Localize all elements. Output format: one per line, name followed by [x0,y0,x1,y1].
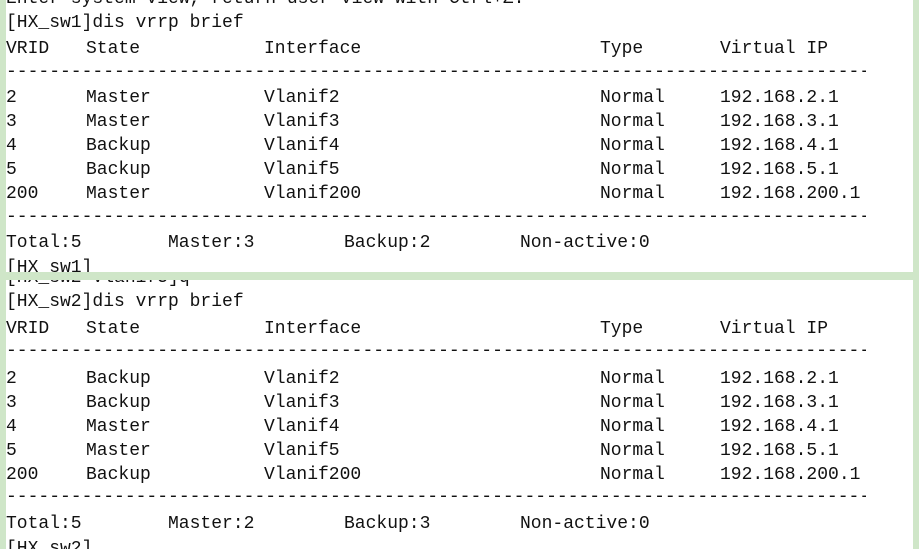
clipped-top-line: Enter system view, return user view with… [6,0,524,11]
cell-virtual-ip: 192.168.5.1 [720,160,839,180]
table-row: 200 Master Vlanif200 Normal 192.168.200.… [6,182,860,206]
summary-backup: Backup:2 [344,233,431,253]
header-vrid: VRID [6,319,50,339]
cell-type: Normal [600,465,665,485]
cell-virtual-ip: 192.168.200.1 [720,465,861,485]
header-type: Type [600,319,644,339]
separator-top: ----------------------------------------… [6,62,866,82]
summary-nonactive: Non-active:0 [520,514,650,534]
cell-virtual-ip: 192.168.200.1 [720,184,861,204]
cell-type: Normal [600,417,665,437]
terminal-sw1: Enter system view, return user view with… [6,0,913,272]
cell-interface: Vlanif4 [264,417,340,437]
cell-type: Normal [600,393,665,413]
table-row: 200 Backup Vlanif200 Normal 192.168.200.… [6,463,860,487]
cell-vrid: 4 [6,417,17,437]
cell-virtual-ip: 192.168.2.1 [720,88,839,108]
cell-vrid: 5 [6,160,17,180]
table-row: 5 Backup Vlanif5 Normal 192.168.5.1 [6,158,839,182]
table-row: 3 Master Vlanif3 Normal 192.168.3.1 [6,110,839,134]
cell-interface: Vlanif4 [264,136,340,156]
cell-interface: Vlanif5 [264,441,340,461]
cell-virtual-ip: 192.168.2.1 [720,369,839,389]
table-row: 3 Backup Vlanif3 Normal 192.168.3.1 [6,391,839,415]
header-row: VRID State Interface Type Virtual IP [6,37,828,61]
cell-state: Backup [86,369,151,389]
cell-state: Backup [86,465,151,485]
summary-total: Total:5 [6,233,82,253]
cell-vrid: 3 [6,112,17,132]
cell-type: Normal [600,136,665,156]
cell-state: Master [86,417,151,437]
header-state: State [86,319,141,339]
summary-master: Master:2 [168,514,255,534]
table-row: 4 Master Vlanif4 Normal 192.168.4.1 [6,415,839,439]
header-type: Type [600,39,644,59]
cell-vrid: 4 [6,136,17,156]
header-virtual-ip: Virtual IP [720,319,829,339]
cell-interface: Vlanif2 [264,88,340,108]
cell-state: Master [86,88,151,108]
command-line: [HX_sw2]dis vrrp brief [6,292,244,312]
cell-state: Master [86,184,151,204]
cell-type: Normal [600,369,665,389]
cell-interface: Vlanif200 [264,184,362,204]
cell-state: Master [86,441,151,461]
cell-type: Normal [600,88,665,108]
header-virtual-ip: Virtual IP [720,39,829,59]
summary-row: Total:5 Master:3 Backup:2 Non-active:0 [6,231,650,255]
cell-type: Normal [600,184,665,204]
prompt-line: [HX sw2] [6,539,93,549]
summary-master: Master:3 [168,233,255,253]
table-row: 5 Master Vlanif5 Normal 192.168.5.1 [6,439,839,463]
cell-state: Master [86,112,151,132]
cell-interface: Vlanif200 [264,465,362,485]
header-vrid: VRID [6,39,50,59]
terminal-sw2: [HX_sw2-Vlanif5]q [HX_sw2]dis vrrp brief… [6,280,913,549]
clipped-top-line: [HX_sw2-Vlanif5]q [6,280,190,290]
summary-row: Total:5 Master:2 Backup:3 Non-active:0 [6,512,650,536]
header-interface: Interface [264,39,362,59]
cell-virtual-ip: 192.168.3.1 [720,112,839,132]
cell-vrid: 2 [6,369,17,389]
cell-state: Backup [86,393,151,413]
cell-virtual-ip: 192.168.4.1 [720,417,839,437]
cell-vrid: 3 [6,393,17,413]
cell-type: Normal [600,112,665,132]
cell-vrid: 200 [6,184,39,204]
cell-interface: Vlanif3 [264,393,340,413]
cell-interface: Vlanif5 [264,160,340,180]
cell-type: Normal [600,160,665,180]
header-row: VRID State Interface Type Virtual IP [6,317,828,341]
cell-state: Backup [86,136,151,156]
summary-backup: Backup:3 [344,514,431,534]
summary-nonactive: Non-active:0 [520,233,650,253]
cell-state: Backup [86,160,151,180]
cell-virtual-ip: 192.168.4.1 [720,136,839,156]
cell-interface: Vlanif3 [264,112,340,132]
cell-vrid: 200 [6,465,39,485]
table-row: 4 Backup Vlanif4 Normal 192.168.4.1 [6,134,839,158]
prompt-line: [HX sw1] [6,258,93,272]
summary-total: Total:5 [6,514,82,534]
table-row: 2 Master Vlanif2 Normal 192.168.2.1 [6,86,839,110]
cell-vrid: 2 [6,88,17,108]
table-row: 2 Backup Vlanif2 Normal 192.168.2.1 [6,367,839,391]
header-interface: Interface [264,319,362,339]
separator-bottom: ----------------------------------------… [6,487,866,507]
cell-vrid: 5 [6,441,17,461]
header-state: State [86,39,141,59]
cell-interface: Vlanif2 [264,369,340,389]
cell-type: Normal [600,441,665,461]
separator-bottom: ----------------------------------------… [6,207,866,227]
cell-virtual-ip: 192.168.5.1 [720,441,839,461]
separator-top: ----------------------------------------… [6,341,866,361]
cell-virtual-ip: 192.168.3.1 [720,393,839,413]
command-line: [HX_sw1]dis vrrp brief [6,13,244,33]
